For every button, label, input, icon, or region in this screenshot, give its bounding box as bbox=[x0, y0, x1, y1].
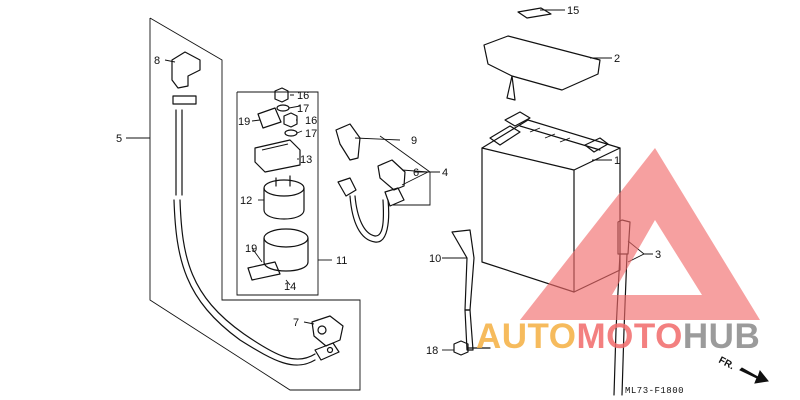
callout-2: 2 bbox=[614, 53, 620, 65]
washer-17-upper bbox=[276, 104, 290, 112]
bolt-18 bbox=[453, 340, 491, 356]
callout-13: 13 bbox=[300, 154, 312, 166]
callout-17-upper: 17 bbox=[297, 103, 309, 115]
terminal-cover-9 bbox=[335, 123, 361, 161]
callout-16-lower: 16 bbox=[305, 115, 317, 127]
fuse-19-top bbox=[257, 107, 282, 129]
watermark-middle: MOTO bbox=[577, 317, 683, 356]
arrow-icon bbox=[739, 367, 769, 384]
watermark-prefix: AUTO bbox=[476, 317, 577, 356]
group-bracket-4 bbox=[379, 135, 431, 206]
callout-5: 5 bbox=[116, 133, 122, 145]
callout-6: 6 bbox=[413, 167, 419, 179]
callout-8: 8 bbox=[154, 55, 160, 67]
callout-11: 11 bbox=[336, 255, 347, 267]
callout-12: 12 bbox=[240, 195, 252, 207]
callout-9: 9 bbox=[411, 135, 417, 147]
nut-16-lower bbox=[283, 112, 298, 128]
front-direction-indicator: FR. bbox=[717, 355, 769, 384]
group-bracket-5 bbox=[149, 17, 361, 391]
washer-17-lower bbox=[284, 129, 298, 137]
starter-relay-12 bbox=[263, 175, 305, 220]
callout-10: 10 bbox=[429, 253, 441, 265]
callout-19-upper: 19 bbox=[238, 116, 250, 128]
diagram-code: ML73-F1800 bbox=[625, 386, 684, 396]
group-bracket-11 bbox=[236, 91, 319, 296]
callout-3: 3 bbox=[655, 249, 661, 261]
battery-holder-2 bbox=[483, 35, 601, 101]
positive-battery-cable bbox=[337, 177, 405, 243]
label-15 bbox=[517, 7, 552, 19]
callout-15: 15 bbox=[567, 5, 579, 17]
terminal-cover-7 bbox=[311, 315, 344, 347]
watermark-logo: AUTOMOTOHUB bbox=[476, 148, 760, 356]
svg-text:FR.: FR. bbox=[717, 355, 737, 372]
callout-1: 1 bbox=[614, 155, 620, 167]
starter-relay-14 bbox=[263, 228, 309, 272]
callout-7: 7 bbox=[293, 317, 299, 329]
svg-text:AUTOMOTOHUB: AUTOMOTOHUB bbox=[476, 317, 760, 356]
watermark-suffix: HUB bbox=[683, 317, 760, 356]
nut-16-upper bbox=[274, 87, 289, 103]
watermark-triangle bbox=[520, 148, 760, 320]
terminal-cover-8 bbox=[171, 51, 201, 89]
battery-strap-10 bbox=[451, 229, 475, 351]
callout-4: 4 bbox=[442, 167, 448, 179]
terminal-cover-6 bbox=[377, 159, 406, 191]
starter-relay-13 bbox=[254, 139, 301, 173]
callout-18: 18 bbox=[426, 345, 438, 357]
callout-14: 14 bbox=[284, 281, 296, 293]
callout-19-lower: 19 bbox=[245, 243, 257, 255]
callout-17-lower: 17 bbox=[305, 128, 317, 140]
fuse-19-bottom bbox=[247, 261, 281, 281]
callout-16-upper: 16 bbox=[297, 90, 309, 102]
